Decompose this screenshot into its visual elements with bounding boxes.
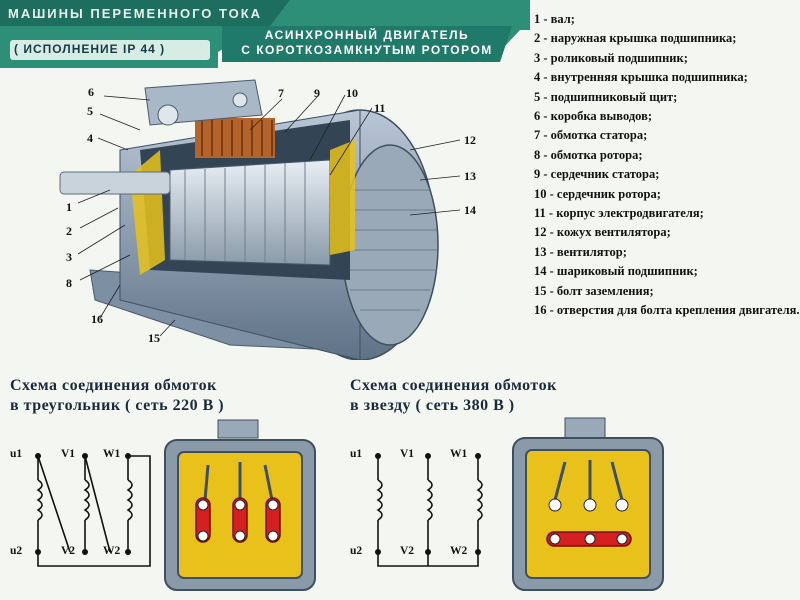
- legend-item: 12 - кожух вентилятора;: [534, 225, 671, 240]
- star-term-u1: u1: [350, 448, 363, 460]
- delta-term-w2: W2: [103, 545, 121, 557]
- star-term-v1: V1: [400, 448, 415, 460]
- callout-16: 16: [91, 312, 103, 326]
- delta-scheme-title: Схема соединения обмоток в треугольник (…: [10, 377, 225, 414]
- motor-cutaway-illustration: [59, 79, 461, 360]
- delta-term-u1: u1: [10, 448, 23, 460]
- delta-term-w1: W1: [103, 448, 121, 460]
- star-term-v2: V2: [400, 545, 415, 557]
- star-terminal-box: [512, 417, 664, 591]
- star-scheme-title: Схема соединения обмоток в звезду ( сеть…: [350, 377, 557, 414]
- legend-item: 5 - подшипниковый щит;: [534, 89, 678, 104]
- delta-winding-diagram: [36, 455, 151, 567]
- legend-item: 14 - шариковый подшипник;: [534, 264, 698, 279]
- motor-title: АСИНХРОННЫЙ ДВИГАТЕЛЬ С КОРОТКОЗАМКНУТЫМ…: [222, 28, 512, 58]
- legend-item: 3 - роликовый подшипник;: [534, 50, 688, 65]
- callout-12: 12: [464, 133, 476, 147]
- callout-3: 3: [66, 250, 72, 264]
- star-term-w1: W1: [450, 448, 468, 460]
- star-term-w2: W2: [450, 545, 468, 557]
- delta-term-v1: V1: [61, 448, 76, 460]
- legend-item: 8 - обмотка ротора;: [534, 147, 643, 162]
- callout-6: 6: [88, 85, 94, 99]
- callout-4: 4: [87, 131, 93, 145]
- delta-term-v2: V2: [61, 545, 76, 557]
- delta-terminal-box: [164, 419, 316, 591]
- legend-item: 9 - сердечник статора;: [534, 167, 660, 182]
- legend-item: 13 - вентилятор;: [534, 244, 627, 259]
- legend-item: 11 - корпус электродвигателя;: [534, 206, 704, 221]
- star-winding-diagram: [376, 456, 483, 567]
- legend-item: 1 - вал;: [534, 12, 575, 26]
- motor-title-line2: С КОРОТКОЗАМКНУТЫМ РОТОРОМ: [241, 43, 493, 57]
- legend-item: 2 - наружная крышка подшипника;: [534, 31, 737, 46]
- callout-5: 5: [87, 104, 93, 118]
- header-band: [0, 0, 530, 68]
- delta-term-u2: u2: [10, 545, 23, 557]
- legend-item: 6 - коробка выводов;: [534, 109, 653, 124]
- legend-item: 10 - сердечник ротора;: [534, 186, 661, 201]
- motor-title-line1: АСИНХРОННЫЙ ДВИГАТЕЛЬ: [264, 28, 470, 42]
- ip-rating-label: ( ИСПОЛНЕНИЕ IP 44 ): [14, 42, 166, 56]
- callout-8: 8: [66, 276, 72, 290]
- legend-item: 15 - болт заземления;: [534, 283, 654, 298]
- star-term-u2: u2: [350, 545, 363, 557]
- callout-14: 14: [464, 203, 476, 217]
- callout-13: 13: [464, 169, 476, 183]
- callout-15: 15: [148, 331, 160, 345]
- parts-legend: 1 - вал; 2 - наружная крышка подшипника;…: [534, 10, 800, 321]
- callout-10: 10: [346, 86, 358, 100]
- callout-7: 7: [278, 86, 284, 100]
- legend-item: 7 - обмотка статора;: [534, 128, 648, 143]
- callout-2: 2: [66, 224, 72, 238]
- callout-9: 9: [314, 86, 320, 100]
- callout-11: 11: [374, 101, 386, 115]
- page-title: МАШИНЫ ПЕРЕМЕННОГО ТОКА: [8, 6, 263, 21]
- legend-item: 4 - внутренняя крышка подшипника;: [534, 70, 748, 85]
- legend-item: 16 - отверстия для болта крепления двига…: [534, 303, 800, 318]
- callout-1: 1: [66, 200, 72, 214]
